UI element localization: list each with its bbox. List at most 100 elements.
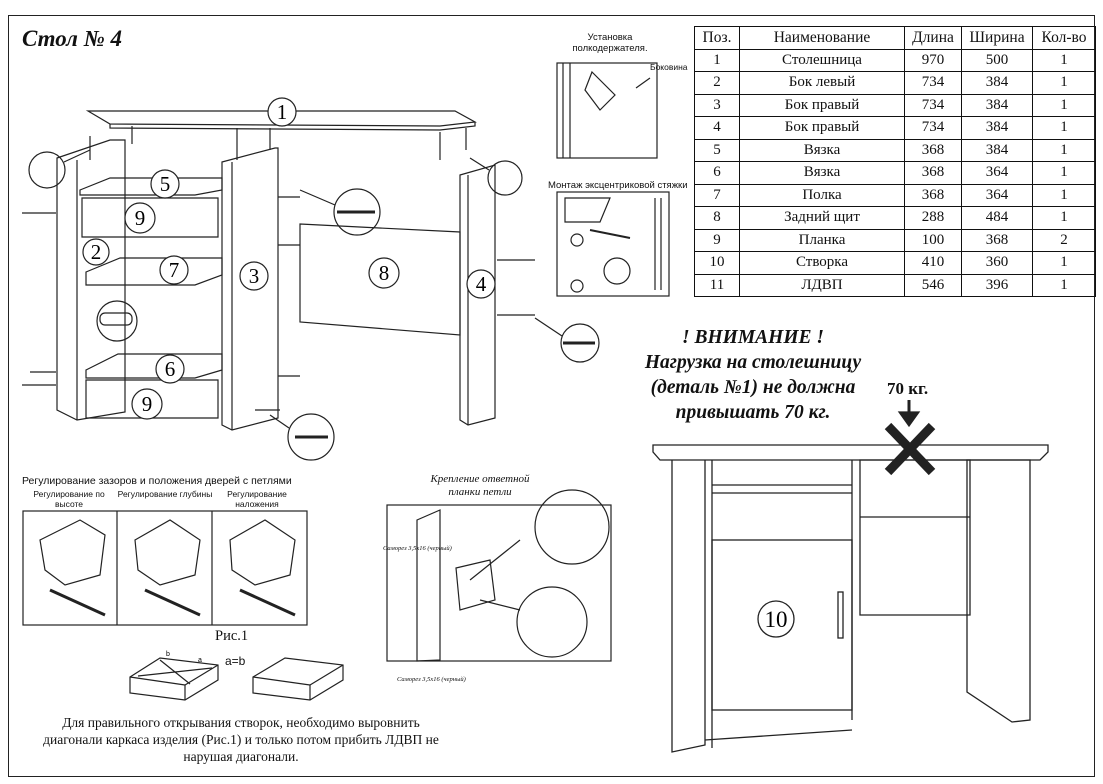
cell-length: 734: [904, 71, 962, 95]
cell-width: 384: [961, 116, 1033, 140]
cell-pos: 1: [694, 48, 740, 72]
label-part-9-upper: 9: [135, 206, 146, 230]
figure-caption: Рис.1: [215, 628, 249, 644]
cell-qty: 1: [1032, 251, 1096, 275]
cell-pos: 11: [694, 273, 740, 297]
diagonal-equation: a=b: [225, 654, 246, 668]
cell-width: 500: [961, 48, 1033, 72]
label-part-5: 5: [160, 172, 171, 196]
caption-adjust-depth: Регулирование глубины: [117, 489, 213, 499]
caption-shelf-holder: Установка полкодержателя.: [572, 32, 648, 54]
cell-qty: 1: [1032, 138, 1096, 162]
caption-eccentric: Монтаж эксцентриковой стяжки: [548, 180, 688, 191]
cell-name: Задний щит: [739, 206, 905, 230]
label-part-10: 10: [765, 607, 788, 632]
cell-qty: 1: [1032, 161, 1096, 185]
cell-length: 410: [904, 251, 962, 275]
cell-width: 360: [961, 251, 1033, 275]
header-position: Поз.: [694, 26, 740, 50]
cell-name: Вязка: [739, 161, 905, 185]
cell-length: 368: [904, 161, 962, 185]
table-header-row: Поз. Наименование Длина Ширина Кол-во: [694, 26, 1096, 50]
warning-text: Нагрузка на столешницу (деталь №1) не до…: [644, 352, 862, 423]
cell-pos: 7: [694, 183, 740, 207]
caption-adjust-overlay: Регулирование наложения: [227, 489, 287, 509]
caption-adjust-height: Регулирование по высоте: [33, 489, 105, 509]
cell-qty: 2: [1032, 228, 1096, 252]
label-part-9-lower: 9: [142, 392, 153, 416]
header-width: Ширина: [961, 26, 1033, 50]
warning-block: ! ВНИМАНИЕ ! Нагрузка на столешницу (дет…: [628, 325, 878, 425]
cell-name: Вязка: [739, 138, 905, 162]
cell-pos: 3: [694, 93, 740, 117]
cell-name: Бок левый: [739, 71, 905, 95]
cell-width: 368: [961, 228, 1033, 252]
caption-screw-1: Саморез 3,5х16 (черный): [383, 545, 452, 552]
cell-qty: 1: [1032, 116, 1096, 140]
cell-pos: 4: [694, 116, 740, 140]
header-name: Наименование: [739, 26, 905, 50]
label-part-3: 3: [249, 264, 260, 288]
cell-width: 364: [961, 183, 1033, 207]
cell-width: 384: [961, 93, 1033, 117]
caption-screw-2: Саморез 3,5х16 (черный): [397, 676, 466, 683]
cell-width: 484: [961, 206, 1033, 230]
label-part-6: 6: [165, 357, 176, 381]
cell-qty: 1: [1032, 93, 1096, 117]
assembly-note: Для правильного открывания створок, необ…: [43, 715, 439, 764]
cell-length: 734: [904, 93, 962, 117]
cell-pos: 6: [694, 161, 740, 185]
cell-width: 396: [961, 273, 1033, 297]
diagonal-label-a: a: [198, 657, 202, 664]
label-part-8: 8: [379, 261, 390, 285]
cell-pos: 2: [694, 71, 740, 95]
cell-length: 288: [904, 206, 962, 230]
cell-length: 100: [904, 228, 962, 252]
label-part-7: 7: [169, 258, 180, 282]
label-part-2: 2: [91, 240, 102, 264]
cell-name: Полка: [739, 183, 905, 207]
cell-pos: 9: [694, 228, 740, 252]
header-quantity: Кол-во: [1032, 26, 1096, 50]
cell-name: Створка: [739, 251, 905, 275]
cell-qty: 1: [1032, 48, 1096, 72]
cell-qty: 1: [1032, 183, 1096, 207]
cell-name: Бок правый: [739, 116, 905, 140]
diagonal-label-b: b: [166, 651, 170, 658]
cell-qty: 1: [1032, 71, 1096, 95]
cell-width: 384: [961, 71, 1033, 95]
cell-length: 368: [904, 138, 962, 162]
cell-name: Бок правый: [739, 93, 905, 117]
load-limit-label: 70 кг.: [887, 379, 929, 398]
cell-qty: 1: [1032, 273, 1096, 297]
page-title: Стол № 4: [22, 26, 123, 51]
cell-qty: 1: [1032, 206, 1096, 230]
cell-width: 384: [961, 138, 1033, 162]
header-length: Длина: [904, 26, 962, 50]
caption-side-wall: Боковина: [650, 62, 688, 72]
warning-heading: ! ВНИМАНИЕ !: [682, 327, 824, 348]
cell-name: Планка: [739, 228, 905, 252]
cell-length: 546: [904, 273, 962, 297]
cell-length: 368: [904, 183, 962, 207]
cell-width: 364: [961, 161, 1033, 185]
cell-length: 970: [904, 48, 962, 72]
cell-name: Столешница: [739, 48, 905, 72]
cell-pos: 5: [694, 138, 740, 162]
label-part-1: 1: [277, 100, 288, 124]
page-border: [8, 15, 1095, 777]
cell-pos: 10: [694, 251, 740, 275]
cell-name: ЛДВП: [739, 273, 905, 297]
cell-pos: 8: [694, 206, 740, 230]
